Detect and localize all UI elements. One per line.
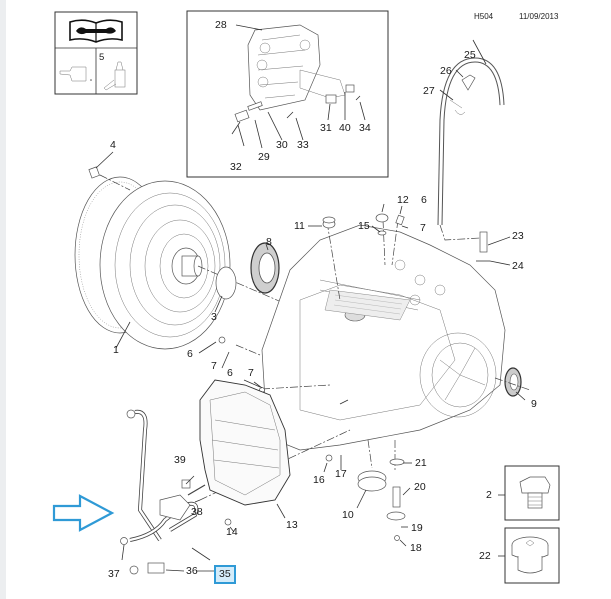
cooler-pipes bbox=[120, 409, 206, 575]
callout-1[interactable]: 1 bbox=[113, 344, 119, 356]
callout-23[interactable]: 23 bbox=[512, 230, 524, 242]
drain-bolt-detail bbox=[504, 465, 560, 521]
callout-19[interactable]: 19 bbox=[411, 522, 423, 534]
callout-15[interactable]: 15 bbox=[358, 220, 370, 232]
left-edge bbox=[0, 0, 6, 599]
callout-29[interactable]: 29 bbox=[258, 151, 270, 163]
callout-25[interactable]: 25 bbox=[464, 49, 476, 61]
callout-6b[interactable]: 6 bbox=[227, 367, 233, 379]
callout-2[interactable]: 2 bbox=[486, 489, 492, 501]
callout-26[interactable]: 26 bbox=[440, 65, 452, 77]
bottom-parts bbox=[224, 454, 406, 541]
callout-32[interactable]: 32 bbox=[230, 161, 242, 173]
diagram-code: H504 bbox=[474, 12, 494, 21]
callout-24[interactable]: 24 bbox=[512, 260, 524, 272]
callout-30[interactable]: 30 bbox=[276, 139, 288, 151]
oil-can-icon bbox=[59, 66, 92, 82]
callout-33[interactable]: 33 bbox=[297, 139, 309, 151]
callout-10[interactable]: 10 bbox=[342, 509, 354, 521]
callout-12[interactable]: 12 bbox=[397, 194, 409, 206]
callout-7c[interactable]: 7 bbox=[420, 222, 426, 234]
callout-18[interactable]: 18 bbox=[410, 542, 422, 554]
callout-36[interactable]: 36 bbox=[186, 565, 198, 577]
hose-25 bbox=[437, 57, 505, 262]
transmission-case bbox=[199, 219, 531, 501]
callout-22[interactable]: 22 bbox=[479, 550, 491, 562]
callout-14[interactable]: 14 bbox=[226, 526, 238, 538]
icon-panel bbox=[54, 11, 138, 95]
callout-13[interactable]: 13 bbox=[286, 519, 298, 531]
callout-40[interactable]: 40 bbox=[339, 122, 351, 134]
callout-16[interactable]: 16 bbox=[313, 474, 325, 486]
callout-20[interactable]: 20 bbox=[414, 481, 426, 493]
diagram-date: 11/09/2013 bbox=[519, 12, 559, 21]
callout-9[interactable]: 9 bbox=[531, 398, 537, 410]
callout-6a[interactable]: 6 bbox=[187, 348, 193, 360]
callout-3[interactable]: 3 bbox=[211, 311, 217, 323]
side-cover-13 bbox=[199, 379, 291, 506]
arrow-right-icon bbox=[52, 494, 115, 532]
small-parts-top bbox=[218, 213, 405, 393]
callout-7b[interactable]: 7 bbox=[248, 367, 254, 379]
callout-34[interactable]: 34 bbox=[359, 122, 371, 134]
callout-21[interactable]: 21 bbox=[415, 457, 427, 469]
callout-4[interactable]: 4 bbox=[110, 139, 116, 151]
callout-31[interactable]: 31 bbox=[320, 122, 332, 134]
callout-28[interactable]: 28 bbox=[215, 19, 227, 31]
callout-39[interactable]: 39 bbox=[174, 454, 186, 466]
callout-17[interactable]: 17 bbox=[335, 468, 347, 480]
torque-converter bbox=[74, 166, 301, 350]
callout-38[interactable]: 38 bbox=[191, 506, 203, 518]
callout-11[interactable]: 11 bbox=[294, 220, 305, 232]
callout-7a[interactable]: 7 bbox=[211, 360, 217, 372]
icon-panel-label: 5 bbox=[99, 52, 105, 63]
grease-gun-icon bbox=[103, 61, 126, 91]
callout-6c[interactable]: 6 bbox=[421, 194, 427, 206]
leader-lines bbox=[95, 39, 526, 572]
service-manual-wrench-icon bbox=[69, 19, 123, 43]
callout-37[interactable]: 37 bbox=[108, 568, 120, 580]
torx-plug-detail bbox=[504, 527, 560, 584]
callout-35-highlighted[interactable]: 35 bbox=[214, 565, 236, 584]
callout-8[interactable]: 8 bbox=[266, 236, 272, 248]
valve-body-inset bbox=[186, 10, 389, 178]
callout-27[interactable]: 27 bbox=[423, 85, 435, 97]
